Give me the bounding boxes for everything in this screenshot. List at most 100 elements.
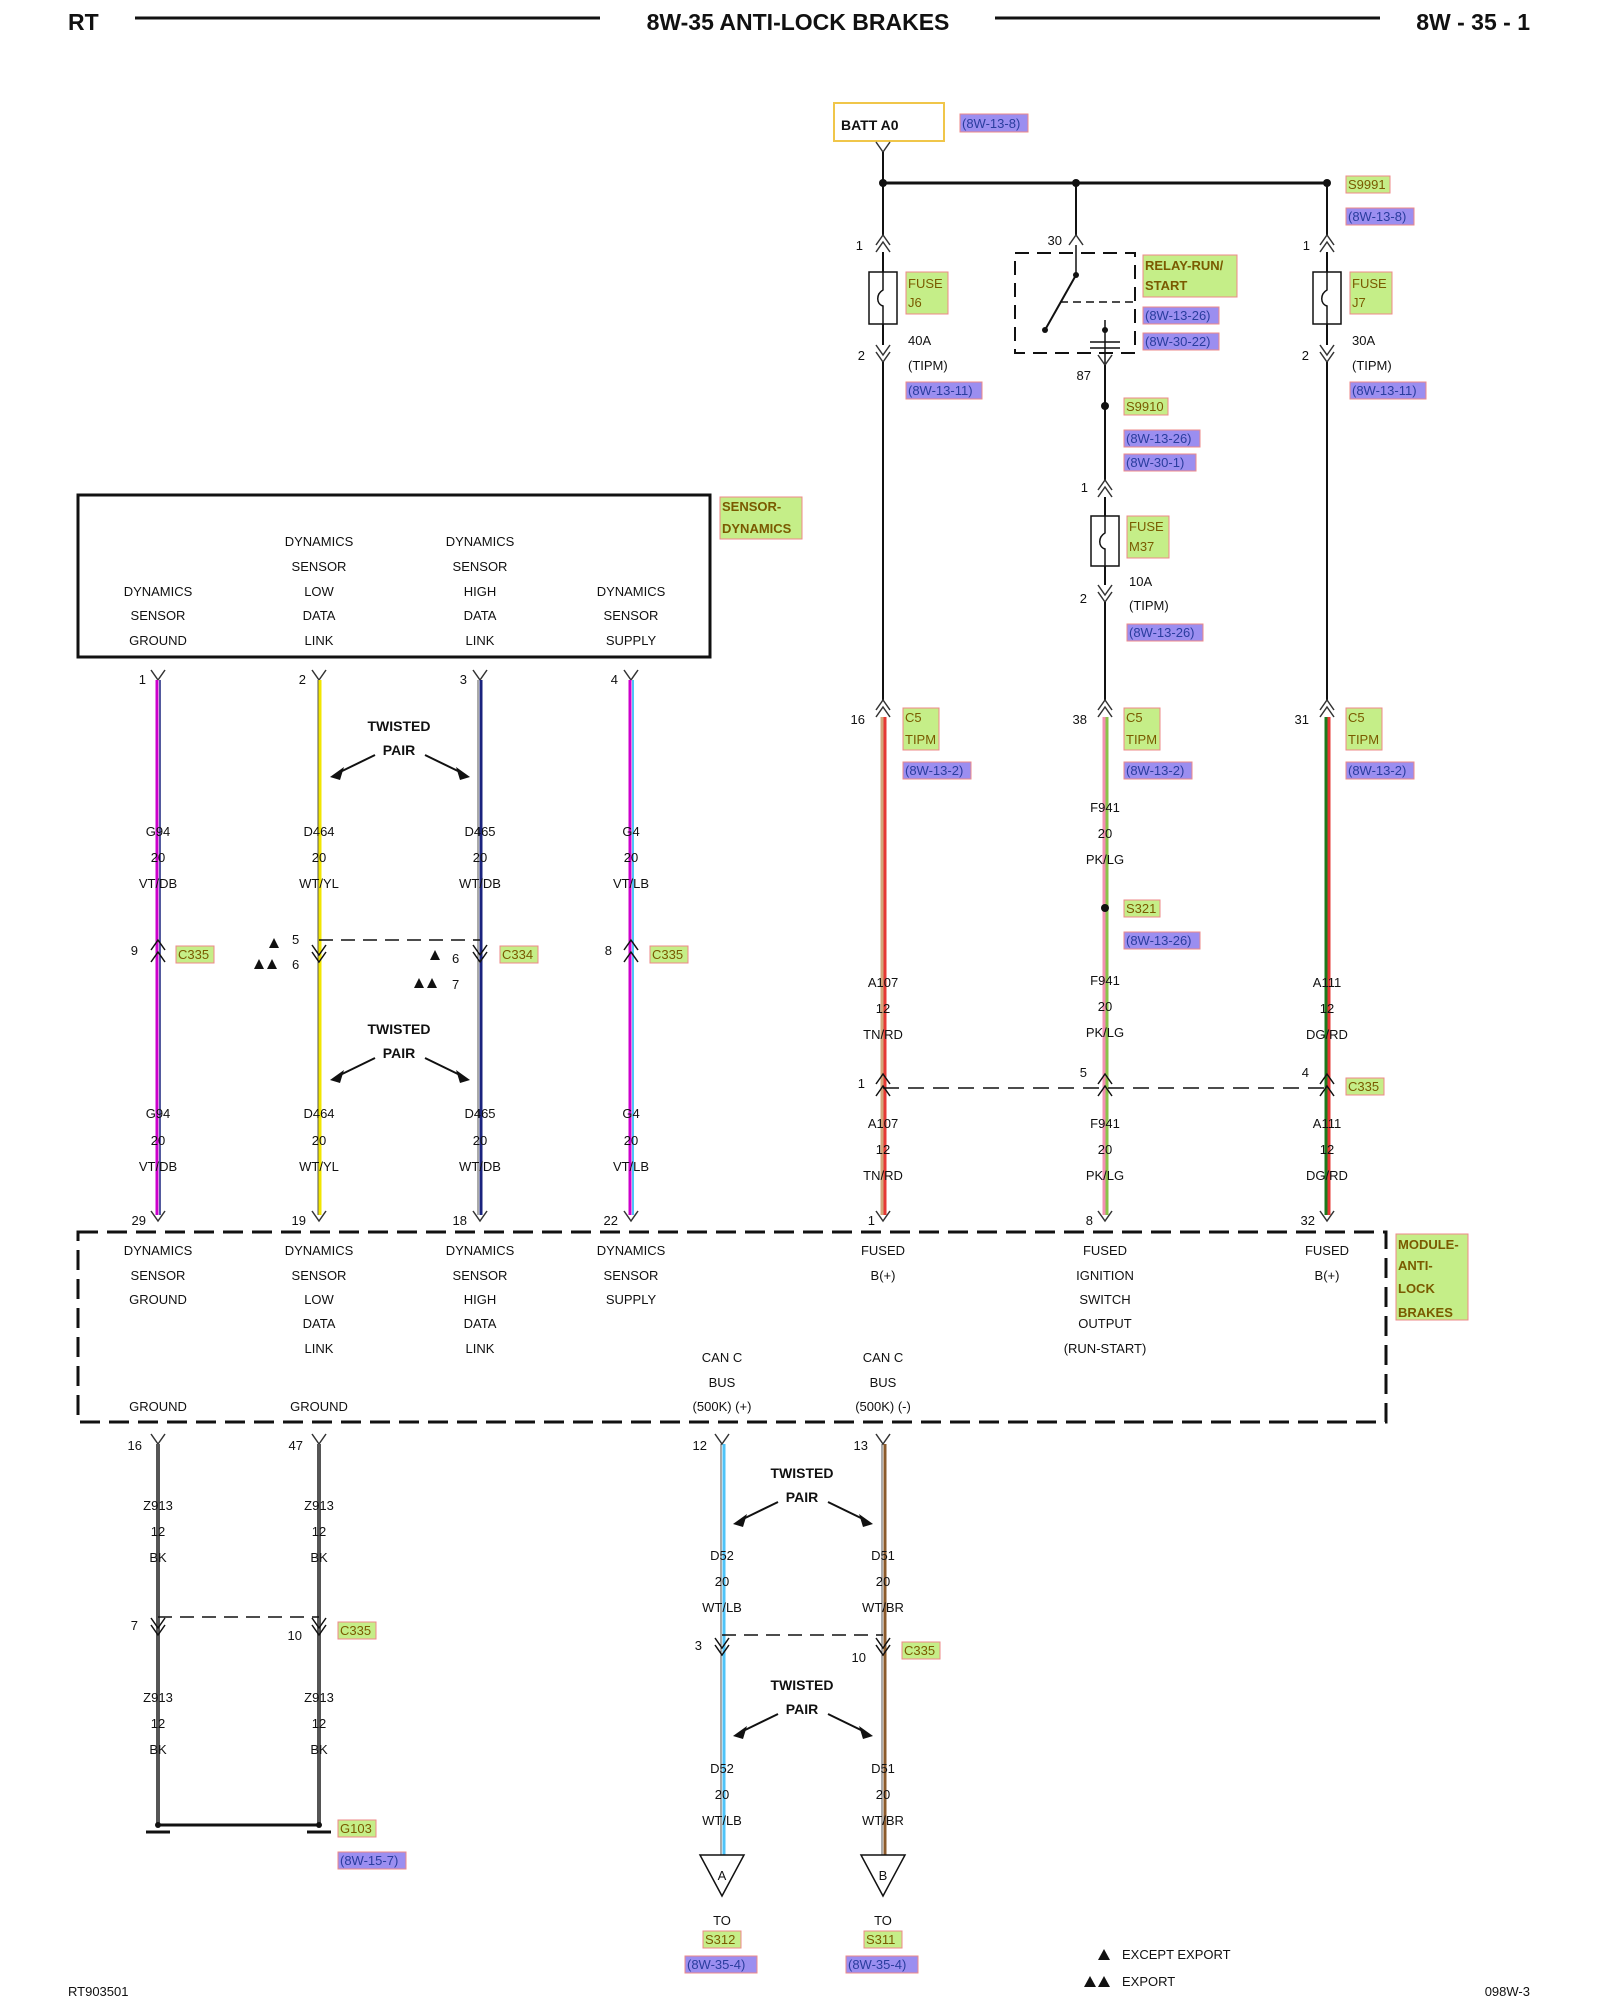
- splice-node-s9910: [1101, 402, 1109, 410]
- svg-text:(8W-30-1): (8W-30-1): [1126, 455, 1184, 470]
- svg-text:G4: G4: [622, 1106, 639, 1121]
- svg-text:BK: BK: [149, 1742, 167, 1757]
- svg-text:TN/RD: TN/RD: [863, 1168, 903, 1183]
- svg-text:SWITCH: SWITCH: [1079, 1292, 1130, 1307]
- svg-text:DYNAMICS: DYNAMICS: [597, 584, 666, 599]
- svg-text:D465: D465: [464, 1106, 495, 1121]
- svg-text:HIGH: HIGH: [464, 584, 497, 599]
- svg-text:CAN C: CAN C: [863, 1350, 903, 1365]
- svg-text:WT/LB: WT/LB: [702, 1813, 742, 1828]
- svg-text:(8W-13-26): (8W-13-26): [1126, 933, 1192, 948]
- svg-text:BK: BK: [310, 1550, 328, 1565]
- svg-text:16: 16: [851, 712, 865, 727]
- module-body: [76, 1230, 1388, 1424]
- connector-c334: 5 6 6 7 C334: [254, 932, 539, 992]
- svg-text:(RUN-START): (RUN-START): [1064, 1341, 1147, 1356]
- relay-run-start: 30 87 RELAY-RUN/ START (8W-13-26) (8W-30…: [1014, 183, 1238, 383]
- svg-text:20: 20: [624, 850, 638, 865]
- svg-text:C5: C5: [905, 710, 922, 725]
- svg-text:WT/DB: WT/DB: [459, 1159, 501, 1174]
- svg-text:20: 20: [876, 1787, 890, 1802]
- wire-labels-ground-lower: Z913 12 BK Z913 12 BK: [143, 1690, 334, 1757]
- svg-text:F941: F941: [1090, 800, 1120, 815]
- twisted-pair-2: TWISTED PAIR: [330, 1021, 470, 1083]
- svg-text:RELAY-RUN/: RELAY-RUN/: [1145, 258, 1224, 273]
- svg-text:20: 20: [624, 1133, 638, 1148]
- svg-text:(8W-13-26): (8W-13-26): [1126, 431, 1192, 446]
- svg-text:1: 1: [1303, 238, 1310, 253]
- sensor-body: [76, 493, 712, 659]
- export-triangle: [414, 978, 424, 988]
- svg-text:DG/RD: DG/RD: [1306, 1027, 1348, 1042]
- svg-text:(8W-13-26): (8W-13-26): [1145, 308, 1211, 323]
- svg-text:SENSOR: SENSOR: [604, 1268, 659, 1283]
- svg-text:BK: BK: [310, 1742, 328, 1757]
- wire-g94: [155, 680, 161, 1215]
- svg-text:40A: 40A: [908, 333, 931, 348]
- wire-f941: [1102, 717, 1109, 1215]
- sensor-pin1-text: DYNAMICS SENSOR GROUND: [124, 584, 193, 648]
- svg-text:Z913: Z913: [143, 1690, 173, 1705]
- svg-text:J6: J6: [908, 295, 922, 310]
- svg-text:29: 29: [132, 1213, 146, 1228]
- svg-text:LOCK: LOCK: [1398, 1281, 1435, 1296]
- wire-labels-sensor-lower: G94 20 VT/DB D464 20 WT/YL D465 20 WT/DB…: [139, 1106, 649, 1174]
- svg-text:F941: F941: [1090, 973, 1120, 988]
- ground-ref: (8W-15-7): [340, 1853, 398, 1868]
- svg-text:PAIR: PAIR: [383, 1045, 415, 1061]
- svg-text:18: 18: [453, 1213, 467, 1228]
- svg-text:DYNAMICS: DYNAMICS: [446, 534, 515, 549]
- svg-text:20: 20: [473, 850, 487, 865]
- svg-text:TO: TO: [713, 1913, 731, 1928]
- svg-text:CAN C: CAN C: [702, 1350, 742, 1365]
- svg-text:GROUND: GROUND: [129, 633, 187, 648]
- svg-text:WT/YL: WT/YL: [299, 876, 339, 891]
- relay-body: [1014, 252, 1136, 354]
- battery-feed: BATT A0 (8W-13-8) S9991 (8W-13-8): [833, 102, 1415, 226]
- svg-text:10A: 10A: [1129, 574, 1152, 589]
- svg-text:20: 20: [473, 1133, 487, 1148]
- fuse-j6: 1 2 FUSE J6 40A (TIPM) (8W-13-11): [856, 183, 983, 400]
- svg-text:D51: D51: [871, 1761, 895, 1776]
- wire-a111: [1324, 717, 1331, 1215]
- svg-text:(TIPM): (TIPM): [1352, 358, 1392, 373]
- destination-a: A TO S312 (8W-35-4): [684, 1854, 758, 1974]
- svg-text:SUPPLY: SUPPLY: [606, 1292, 657, 1307]
- svg-text:S321: S321: [1126, 901, 1156, 916]
- page-header: RT 8W-35 ANTI-LOCK BRAKES 8W - 35 - 1: [68, 9, 1530, 35]
- footer-left: RT903501: [68, 1984, 128, 1999]
- svg-text:22: 22: [604, 1213, 618, 1228]
- svg-text:DYNAMICS: DYNAMICS: [124, 584, 193, 599]
- svg-text:5: 5: [292, 932, 299, 947]
- svg-text:(TIPM): (TIPM): [908, 358, 948, 373]
- svg-text:10: 10: [288, 1628, 302, 1643]
- svg-text:VT/DB: VT/DB: [139, 1159, 177, 1174]
- svg-text:(500K) (-): (500K) (-): [855, 1399, 911, 1414]
- svg-text:D52: D52: [710, 1761, 734, 1776]
- svg-text:S311: S311: [866, 1932, 895, 1947]
- svg-text:ANTI-: ANTI-: [1398, 1258, 1433, 1273]
- svg-text:12: 12: [151, 1716, 165, 1731]
- module-anti-lock-brakes: MODULE- ANTI- LOCK BRAKES 29 19 18 22 1 …: [76, 1210, 1469, 1453]
- svg-text:12: 12: [1320, 1001, 1334, 1016]
- svg-text:TO: TO: [874, 1913, 892, 1928]
- svg-text:C335: C335: [904, 1643, 935, 1658]
- svg-text:2: 2: [858, 348, 865, 363]
- svg-text:1: 1: [1081, 480, 1088, 495]
- export-triangle: [427, 978, 437, 988]
- wire-g4: [628, 680, 634, 1215]
- svg-text:VT/DB: VT/DB: [139, 876, 177, 891]
- svg-text:20: 20: [312, 1133, 326, 1148]
- svg-text:TIPM: TIPM: [1126, 732, 1157, 747]
- svg-text:4: 4: [611, 672, 618, 687]
- footer-right: 098W-3: [1485, 1984, 1530, 1999]
- svg-text:9: 9: [131, 943, 138, 958]
- export-triangle: [1098, 1976, 1110, 1987]
- svg-text:FUSED: FUSED: [861, 1243, 905, 1258]
- svg-text:D464: D464: [303, 1106, 334, 1121]
- svg-text:FUSE: FUSE: [1129, 519, 1164, 534]
- svg-text:BK: BK: [149, 1550, 167, 1565]
- ground-g103: G103 (8W-15-7): [146, 1819, 407, 1870]
- except-export-triangle: [1098, 1949, 1110, 1960]
